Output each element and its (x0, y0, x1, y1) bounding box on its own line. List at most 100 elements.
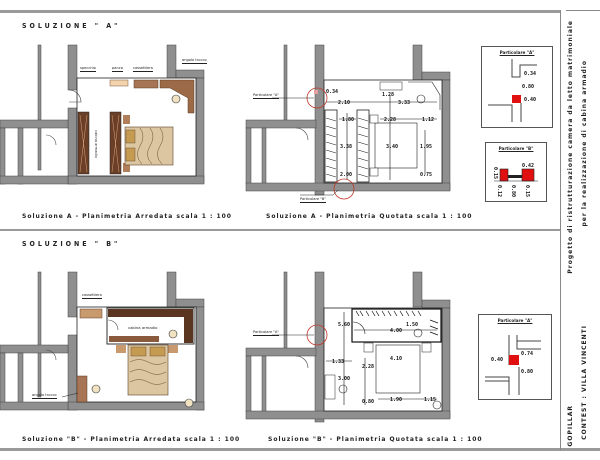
dim-1-95: 1.95 (420, 144, 432, 150)
label-angolo-trucco: angolo trucco (182, 58, 207, 64)
wardrobe-left (324, 109, 338, 183)
detail-b-drawing: 0.42 0.15 0.12 0.80 0.15 (492, 163, 538, 197)
dim-1-28: 1.28 (382, 92, 394, 98)
contest-label: CONTEST : VILLA VINCENTI (581, 325, 588, 440)
nightstand-1 (116, 345, 126, 353)
cabina-armadio-bench (109, 336, 159, 342)
door-swing-2 (45, 349, 57, 361)
detail-title: Particolare "A" (499, 50, 535, 55)
pillow-1 (125, 129, 136, 144)
svg-text:0.34: 0.34 (524, 71, 536, 77)
dim-3-00: 3.00 (338, 376, 350, 382)
angolo-trucco (408, 81, 441, 110)
cassettiera (133, 79, 159, 89)
detail-a-bottom: Particolare "A" 0.40 0.74 0.80 (478, 314, 552, 400)
angolo-trucco (76, 375, 88, 403)
door-swing (68, 89, 82, 103)
wardrobe-right (356, 109, 370, 183)
angolo-trucco (159, 79, 195, 114)
door-swing-2 (45, 134, 57, 146)
label-cassettiera-b: cassettiera (82, 293, 102, 299)
dim-3-33: 3.33 (398, 100, 410, 106)
middle-rule (0, 229, 560, 231)
top-rule (0, 10, 560, 13)
dim-5-60: 5.60 (338, 322, 350, 328)
door-swing (295, 355, 309, 369)
svg-text:0.15: 0.15 (492, 167, 498, 179)
label-cabina-armadio-b: cabina armadio (128, 325, 158, 330)
walls (0, 271, 205, 411)
plan-b-dimensioned: 5.60 1.50 4.00 1.33 2.28 4.10 3.00 0.80 … (245, 271, 451, 423)
bedspread-waves (129, 359, 167, 385)
author-label: GOPILLAR (567, 405, 574, 447)
wardrobe-hangers (79, 114, 120, 173)
hanger-marks (325, 117, 369, 178)
bed (374, 122, 418, 169)
svg-text:0.80: 0.80 (522, 84, 534, 90)
plan-a-furnished (0, 44, 205, 185)
dimension-lines (326, 312, 437, 405)
caption-a-dimensioned: Soluzione A - Planimetria Quotata scala … (266, 213, 473, 220)
detail-title: Particolare "A" (497, 318, 533, 323)
detail-a-top: Particolare "A" 0.34 0.80 0.40 (481, 46, 553, 128)
callout-b-label: Particolare "B" (300, 197, 326, 203)
walls (245, 271, 451, 423)
dim-2-00: 2.00 (340, 172, 352, 178)
dim-2-28: 2.28 (362, 364, 374, 370)
bed (375, 344, 421, 394)
dim-1-90: 1.90 (390, 397, 402, 403)
callout-a-mark (314, 90, 318, 94)
side-panel-top-rule (566, 10, 600, 11)
cabinet (324, 374, 336, 400)
svg-text:0.12: 0.12 (496, 185, 502, 197)
nightstand-2 (369, 167, 379, 177)
stool-3 (432, 400, 442, 410)
dim-4-10: 4.10 (390, 356, 402, 362)
highlight (512, 95, 521, 103)
cassettiera (379, 81, 403, 91)
stool (168, 329, 178, 339)
bottom-rule (0, 448, 600, 451)
cabina-door-swing (352, 321, 366, 335)
dim-3-40: 3.40 (386, 144, 398, 150)
svg-text:0.42: 0.42 (522, 163, 534, 169)
caption-b-dimensioned: Soluzione "B" - Planimetria Quotata scal… (268, 436, 483, 443)
label-cassettiera: cassettiera (133, 66, 153, 72)
dim-0-34: 0.34 (326, 89, 338, 95)
walls (245, 44, 451, 196)
detail-a-drawing: 0.34 0.80 0.40 (488, 59, 537, 122)
bedspread-waves (137, 127, 164, 165)
stool (171, 94, 181, 104)
cabina-armadio (351, 308, 442, 343)
nightstand-top (123, 115, 130, 124)
nightstand-2 (421, 342, 432, 353)
project-description-line2: per la realizzazione di cabina armadio (581, 60, 588, 227)
project-description-line1: Progetto di ristrutturazione camera da l… (567, 20, 574, 274)
detail-title: Particolare "B" (498, 146, 534, 151)
pillow-1 (130, 346, 147, 357)
stool-2 (338, 384, 348, 394)
label-panca: panca (112, 66, 123, 72)
pillow-2 (125, 147, 136, 162)
hanger-marks (355, 310, 439, 336)
cassettiera (79, 308, 103, 319)
plan-a-dimensioned: 0.34 2.10 1.28 3.33 1.80 2.28 1.12 3.38 … (245, 44, 451, 200)
label-cabina-armadio-a: cabina armadio (94, 130, 98, 158)
detail-b-top: Particolare "B" 0.42 0.15 0.12 0.80 0.15 (485, 142, 547, 202)
dim-1-15: 1.15 (424, 397, 436, 403)
svg-text:0.80: 0.80 (510, 185, 516, 197)
dim-0-75: 0.75 (420, 172, 432, 178)
cabina-armadio-hanging (108, 309, 193, 317)
walls (0, 44, 205, 185)
callout-a-label: Particolare "A" (253, 93, 279, 99)
stool-2 (91, 384, 101, 394)
highlight (509, 355, 519, 365)
svg-text:0.15: 0.15 (524, 185, 530, 197)
svg-text:0.40: 0.40 (491, 357, 503, 363)
pillow-2 (149, 346, 166, 357)
plan-b-furnished (0, 271, 205, 411)
callout-a-label-b: Particolare "A" (253, 330, 279, 336)
cabina-armadio-side (184, 317, 193, 343)
dimension-lines (326, 95, 437, 180)
caption-a-furnished: Soluzione A - Planimetria Arredata scala… (22, 213, 232, 220)
